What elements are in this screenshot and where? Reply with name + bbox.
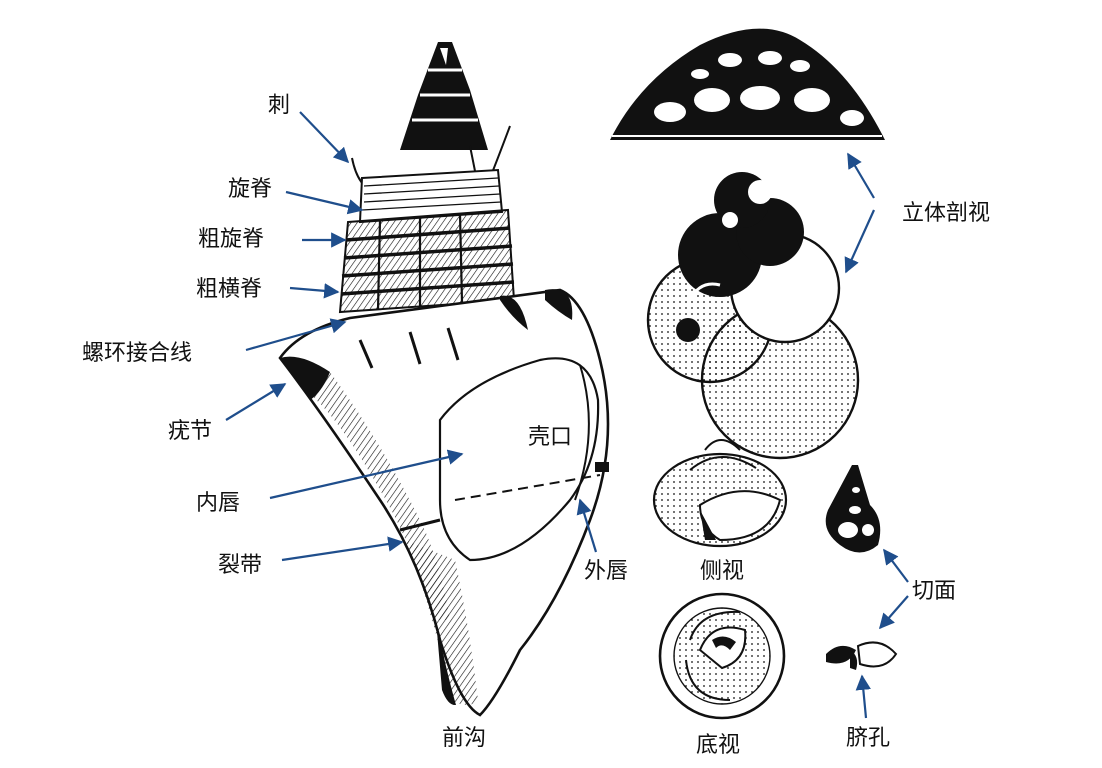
label-coarse-spiral-ridge: 粗旋脊 [198, 227, 264, 252]
labels: 刺 旋脊 粗旋脊 粗横脊 螺环接合线 疣节 内唇 裂带 壳口 外唇 前沟 立体剖… [82, 93, 990, 758]
label-outer-lip: 外唇 [584, 559, 628, 584]
label-anterior-canal: 前沟 [442, 726, 486, 751]
label-umbilicus: 脐孔 [846, 726, 890, 751]
label-split-band: 裂带 [218, 553, 262, 578]
cutaway-top-illustration [610, 28, 885, 140]
label-aperture: 壳口 [528, 425, 572, 450]
bottom-view-shell-illustration [658, 592, 786, 720]
cutaway-shell-illustration [646, 172, 860, 460]
label-tubercle: 疣节 [168, 419, 212, 444]
section-shell-illustration [825, 465, 881, 553]
label-inner-lip: 内唇 [196, 491, 240, 516]
label-cutaway-view: 立体剖视 [902, 201, 990, 226]
label-suture-line: 螺环接合线 [82, 341, 192, 366]
label-spine: 刺 [268, 93, 290, 118]
side-view-shell-illustration [652, 439, 788, 548]
label-bottom-view: 底视 [696, 733, 740, 758]
label-spiral-ridge: 旋脊 [228, 177, 272, 202]
label-section: 切面 [912, 579, 956, 604]
label-coarse-transverse-ridge: 粗横脊 [196, 277, 262, 302]
umbilicus-shell-illustration [826, 641, 898, 670]
conch-shell-illustration [278, 42, 610, 717]
annotation-arrows [225, 111, 909, 719]
label-side-view: 侧视 [700, 559, 744, 584]
